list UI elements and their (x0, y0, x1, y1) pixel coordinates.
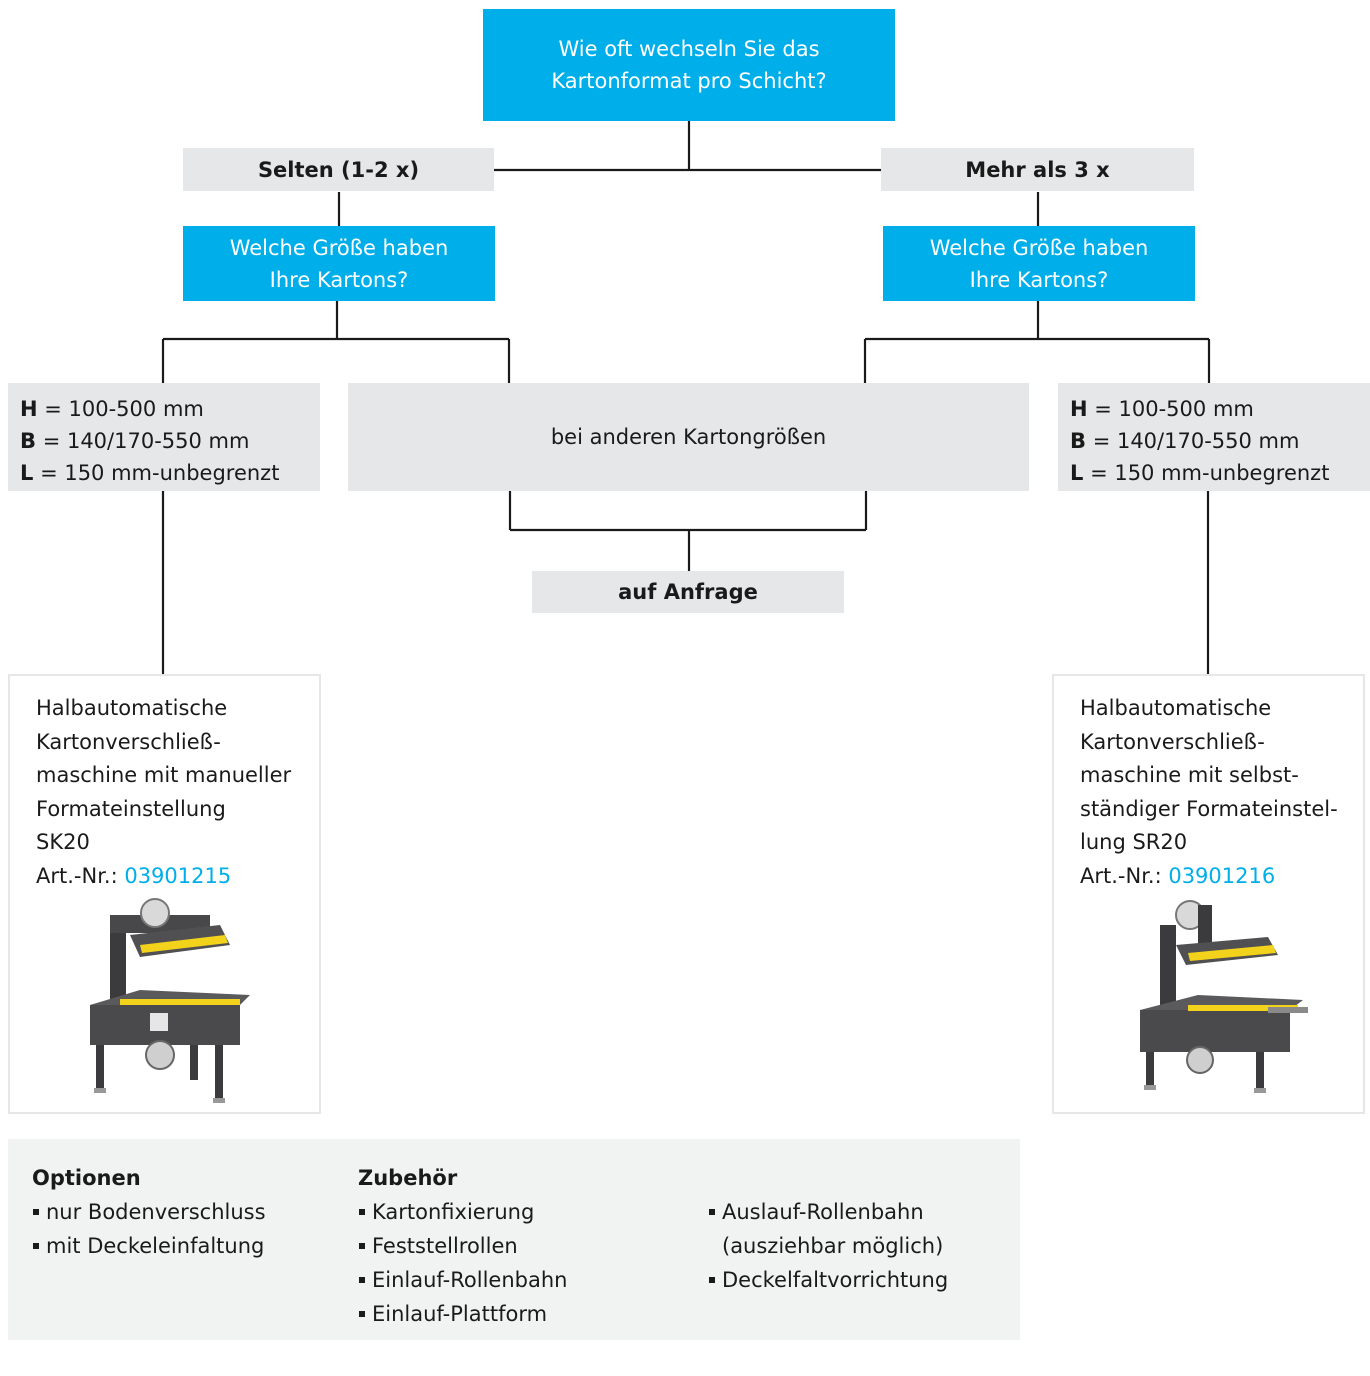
on-request-label: auf Anfrage (618, 580, 758, 604)
question-line: Ihre Kartons? (969, 267, 1109, 292)
list-item: mit Deckeleinfaltung (32, 1229, 266, 1263)
options-column: Optionen nur Bodenverschluss mit Deckele… (32, 1161, 266, 1263)
accessories-column: Zubehör Kartonfixierung Feststellrollen … (358, 1161, 567, 1331)
dim-height: H = 100-500 mm (20, 397, 204, 421)
dimensions-right: H = 100-500 mm B = 140/170-550 mm L = 15… (1058, 383, 1370, 491)
product-line: maschine mit manueller (36, 763, 292, 787)
question-line: Welche Größe haben (229, 235, 449, 260)
product-line: maschine mit selbst- (1080, 763, 1299, 787)
product-line: Kartonverschließ- (1080, 729, 1265, 754)
on-request-box: auf Anfrage (532, 571, 844, 613)
list-item: Auslauf-Rollenbahn(ausziehbar möglich) (708, 1195, 948, 1263)
article-number[interactable]: 03901216 (1168, 863, 1276, 888)
product-line: lung SR20 (1080, 830, 1188, 854)
product-line: Halbautomatische (1080, 696, 1272, 720)
case-sealer-machine-image (1140, 900, 1308, 1093)
question-line: Kartonformat pro Schicht? (551, 69, 827, 93)
other-sizes-label: bei anderen Kartongrößen (550, 425, 827, 449)
accessories-title: Zubehör (358, 1166, 458, 1190)
answer-more-than-3: Mehr als 3 x (881, 148, 1194, 191)
dimensions-left: H = 100-500 mm B = 140/170-550 mm L = 15… (8, 383, 320, 491)
article-number-row: Art.-Nr.: 03901216 (1080, 863, 1276, 888)
list-item: Kartonfixierung (358, 1195, 567, 1229)
list-item: Feststellrollen (358, 1229, 567, 1263)
list-item: Deckelfaltvorrichtung (708, 1263, 948, 1297)
options-accessories-panel: Optionen nur Bodenverschluss mit Deckele… (8, 1139, 1020, 1340)
product-line: Halbautomatische (36, 696, 228, 720)
article-number-row: Art.-Nr.: 03901215 (36, 863, 232, 888)
answer-label: Selten (1-2 x) (257, 157, 420, 182)
dim-length: L = 150 mm-unbegrenzt (20, 461, 280, 485)
case-sealer-machine-image (90, 898, 250, 1103)
options-title: Optionen (32, 1166, 141, 1190)
answer-label: Mehr als 3 x (965, 157, 1110, 182)
accessories-column-2: Auslauf-Rollenbahn(ausziehbar möglich) D… (708, 1195, 948, 1297)
question-size-right: Welche Größe haben Ihre Kartons? (883, 226, 1195, 301)
list-item: Einlauf-Plattform (358, 1297, 567, 1331)
product-line: ständiger Formateinstel- (1080, 796, 1338, 821)
question-line: Wie oft wechseln Sie das (558, 37, 820, 61)
product-line: SK20 (36, 830, 90, 854)
question-line: Welche Größe haben (929, 235, 1149, 260)
dim-length: L = 150 mm-unbegrenzt (1070, 461, 1330, 485)
options-list: nur Bodenverschluss mit Deckeleinfaltung (32, 1195, 266, 1263)
product-line: Kartonverschließ- (36, 729, 221, 754)
dim-width: B = 140/170-550 mm (1070, 429, 1300, 453)
question-format-change: Wie oft wechseln Sie das Kartonformat pr… (483, 9, 895, 121)
other-sizes-box: bei anderen Kartongrößen (348, 383, 1029, 491)
accessories-list-2: Auslauf-Rollenbahn(ausziehbar möglich) D… (708, 1195, 948, 1297)
question-size-left: Welche Größe haben Ihre Kartons? (183, 226, 495, 301)
accessories-list: Kartonfixierung Feststellrollen Einlauf-… (358, 1195, 567, 1331)
answer-rarely: Selten (1-2 x) (183, 148, 494, 191)
product-line: Formateinstellung (36, 796, 226, 821)
question-line: Ihre Kartons? (269, 267, 409, 292)
list-item: Einlauf-Rollenbahn (358, 1263, 567, 1297)
dim-height: H = 100-500 mm (1070, 397, 1254, 421)
list-item: nur Bodenverschluss (32, 1195, 266, 1229)
product-sk20: Halbautomatische Kartonverschließ- masch… (8, 674, 321, 1114)
dim-width: B = 140/170-550 mm (20, 429, 250, 453)
article-number[interactable]: 03901215 (124, 863, 232, 888)
